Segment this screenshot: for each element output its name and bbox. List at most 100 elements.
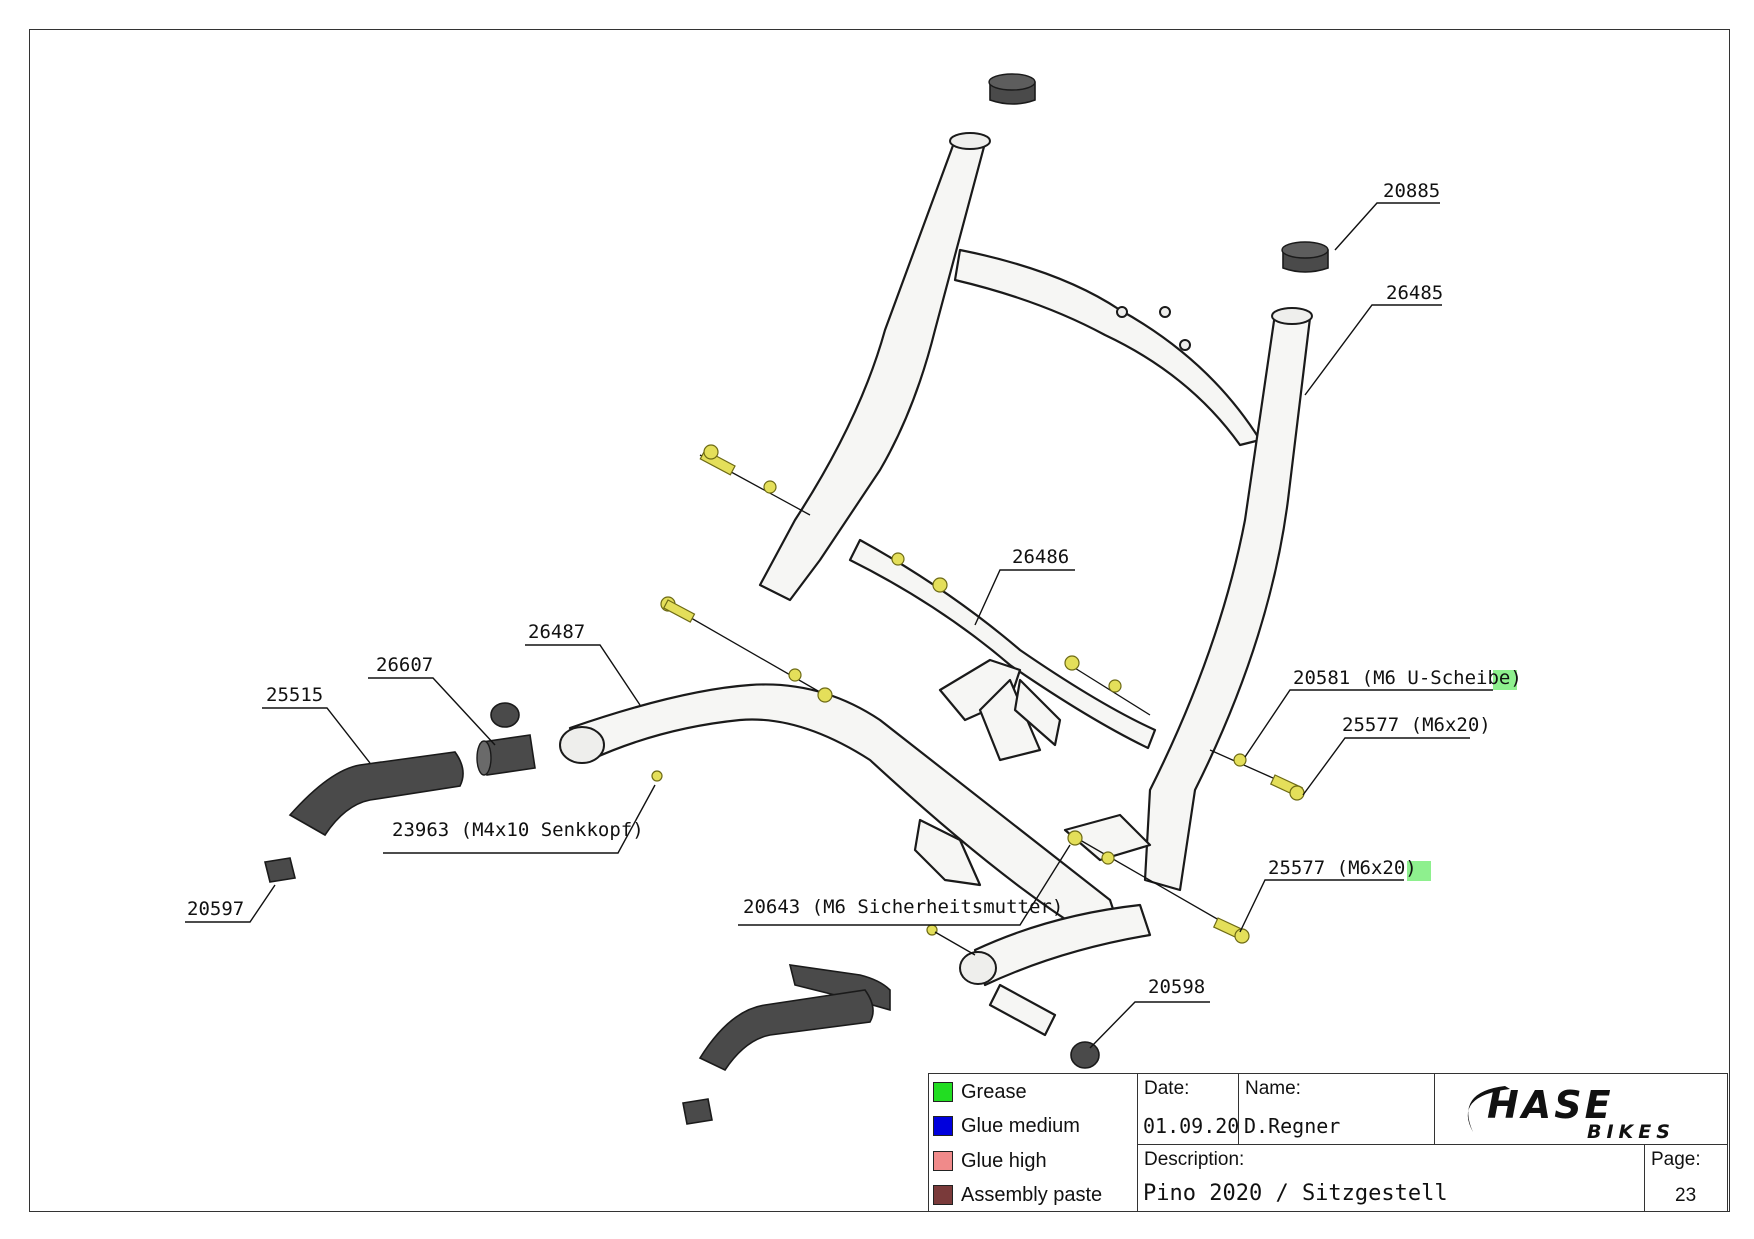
- hole: [1159, 306, 1171, 318]
- title-block: Grease Glue medium Glue high Assembly pa…: [928, 1073, 1728, 1212]
- grip-25515: [288, 751, 464, 837]
- leader-25515: [262, 707, 371, 764]
- right-tube-opening: [1271, 307, 1313, 325]
- grease-marker-20581: [1493, 670, 1517, 690]
- screw-23963: [651, 770, 663, 782]
- label-20598: 20598: [1148, 976, 1205, 998]
- label-20597: 20597: [187, 898, 244, 920]
- date-label: Date:: [1144, 1078, 1190, 1099]
- label-26486: 26486: [1012, 546, 1069, 568]
- description-value: Pino 2020 / Sitzgestell: [1143, 1181, 1448, 1206]
- logo-cell: HASE BIKES: [1434, 1073, 1728, 1145]
- left-bracket: [938, 658, 1022, 722]
- label-20581: 20581 (M6 U-Scheibe): [1293, 667, 1522, 689]
- hole: [1116, 306, 1128, 318]
- glue-high-swatch: [933, 1151, 953, 1171]
- front-stub: [988, 983, 1057, 1037]
- label-20885: 20885: [1383, 180, 1440, 202]
- name-cell: Name: D.Regner: [1238, 1073, 1435, 1145]
- legend-grease: Grease: [933, 1079, 1027, 1105]
- logo-sub-text: BIKES: [1587, 1121, 1675, 1143]
- washer: [1108, 679, 1122, 693]
- grease-marker-25577: [1407, 861, 1431, 881]
- leader-26486: [974, 569, 1075, 626]
- nut: [1064, 655, 1080, 671]
- end-cap-left-top: [988, 73, 1036, 91]
- name-value: D.Regner: [1244, 1114, 1341, 1138]
- screw-front: [926, 924, 938, 936]
- left-tube-opening: [949, 132, 991, 150]
- logo-swoosh: [1467, 1086, 1510, 1132]
- right-upright-tube: [1143, 312, 1312, 892]
- logo-main-text: HASE: [1487, 1083, 1614, 1127]
- bolt-head: [1234, 928, 1250, 944]
- cap-20598: [1070, 1041, 1100, 1069]
- leader-25577-upper: [1302, 737, 1470, 796]
- leader-lines: [185, 202, 1493, 1049]
- left-upright-tube: [758, 138, 987, 602]
- name-label: Name:: [1245, 1078, 1301, 1099]
- end-cap-20885-top: [1281, 241, 1329, 259]
- lower-main-tube: [568, 683, 1122, 937]
- nut: [817, 687, 833, 703]
- date-cell: Date: 01.09.20: [1137, 1073, 1239, 1145]
- hanger-plate: [1013, 678, 1062, 747]
- label-25515: 25515: [266, 684, 323, 706]
- leader-26487: [525, 644, 641, 706]
- washer: [891, 552, 905, 566]
- grip-front: [698, 989, 874, 1072]
- right-bracket: [1063, 813, 1152, 862]
- drawing-frame: [29, 29, 1730, 1212]
- leader-26607: [368, 677, 496, 746]
- nut-20643: [1067, 830, 1083, 846]
- grease-swatch: [933, 1082, 953, 1102]
- legend-label: Glue medium: [961, 1114, 1080, 1137]
- description-label: Description:: [1144, 1149, 1245, 1170]
- upper-crossbar: [953, 248, 1262, 447]
- leader-20598: [1089, 1001, 1210, 1049]
- leader-20581: [1244, 689, 1493, 758]
- hase-bikes-logo: HASE BIKES: [1467, 1083, 1675, 1143]
- washer: [763, 480, 777, 494]
- hole: [1179, 339, 1191, 351]
- bolt-head: [703, 444, 719, 460]
- front-crossbar: [973, 903, 1152, 987]
- washer: [788, 668, 802, 682]
- label-20643: 20643 (M6 Sicherheitsmutter): [743, 896, 1063, 918]
- bolt-left: [662, 599, 696, 623]
- leader-25577-lower: [1239, 879, 1404, 933]
- sleeve-ring: [490, 702, 520, 728]
- middle-crossbar: [848, 538, 1157, 750]
- leader-20643: [738, 844, 1071, 926]
- leader-26485: [1304, 304, 1442, 396]
- washer: [1101, 851, 1115, 865]
- label-26485: 26485: [1386, 282, 1443, 304]
- front-tube-opening: [959, 951, 997, 985]
- label-26607: 26607: [376, 654, 433, 676]
- legend-box: Grease Glue medium Glue high Assembly pa…: [928, 1073, 1138, 1212]
- dark-parts: [264, 73, 1329, 1125]
- leader-23963: [383, 784, 656, 854]
- bracket-plate: [978, 678, 1042, 762]
- cap-20597: [264, 857, 296, 883]
- leader-20885: [1334, 202, 1440, 251]
- seat-frame: [559, 132, 1313, 1037]
- part-labels: 20885 26485 26486 26487 26607 25515 2396…: [187, 180, 1522, 998]
- legend-label: Grease: [961, 1080, 1027, 1103]
- page-cell: Page: 23: [1644, 1144, 1728, 1212]
- legend-glue-high: Glue high: [933, 1148, 1047, 1174]
- glue-medium-swatch: [933, 1116, 953, 1136]
- legend-assembly-paste: Assembly paste: [933, 1182, 1102, 1208]
- axis-line: [934, 931, 976, 956]
- date-value: 01.09.20: [1143, 1114, 1240, 1138]
- label-25577-lower: 25577 (M6x20): [1268, 857, 1417, 879]
- page-label: Page:: [1651, 1149, 1701, 1170]
- lower-bracket: [913, 818, 982, 887]
- bolt-head: [1289, 785, 1305, 801]
- legend-label: Assembly paste: [961, 1183, 1103, 1206]
- nut: [932, 577, 948, 593]
- label-25577-upper: 25577 (M6x20): [1342, 714, 1491, 736]
- label-23963: 23963 (M4x10 Senkkopf): [392, 819, 644, 841]
- legend-label: Glue high: [961, 1149, 1047, 1172]
- leader-20597: [185, 884, 276, 923]
